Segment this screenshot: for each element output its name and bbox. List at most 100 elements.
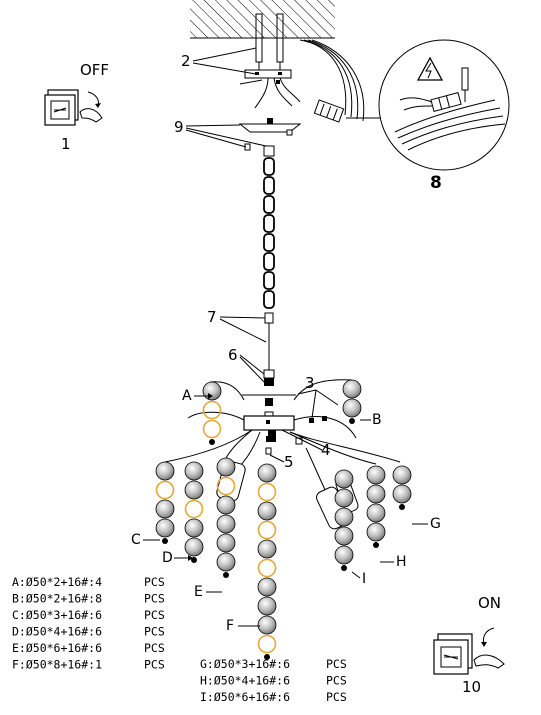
spec-unit: PCS [144,641,165,655]
crystal-ball [342,379,362,399]
crystal-ball [257,463,277,483]
crystal-ball [334,488,354,508]
strand-label-c: C [131,532,141,548]
mains-cables [299,39,365,122]
crystal-ball [366,503,386,523]
crystal-ball [342,398,362,418]
crystal-ball [366,465,386,485]
spec-unit: PCS [326,657,347,671]
gold-ring [216,476,236,496]
crystal-ball [155,499,175,519]
strand-label-h: H [396,554,407,570]
chain-link [263,252,275,271]
gold-ring [202,400,222,420]
crystal-ball [216,495,236,515]
spec-line: F:Ø50*8+16#:1 [12,658,102,672]
crystal-ball [155,461,175,481]
gold-ring [202,419,222,439]
crystal-ball [216,552,236,572]
chain-link [263,176,275,195]
strand-label-f: F [226,618,234,634]
spec-unit: PCS [144,592,165,606]
crystal-ball [366,484,386,504]
strand-label-g: G [430,516,441,532]
gold-ring [257,520,277,540]
chain-link [263,233,275,252]
spec-unit: PCS [326,690,347,704]
drop-bead [191,557,197,563]
gold-ring [257,482,277,502]
crystal-ball [392,484,412,504]
part-7-label: 7 [207,308,217,326]
electric-warning-icon [416,56,444,81]
drop-bead [373,542,379,548]
spec-line: A:Ø50*2+16#:4 [12,575,102,589]
spec-line: D:Ø50*4+16#:6 [12,625,102,639]
crystal-ball [184,480,204,500]
wiring-detail-circle [346,39,510,171]
step-1-label: 1 [61,135,71,153]
crystal-ball [257,596,277,616]
spec-line: E:Ø50*6+16#:6 [12,641,102,655]
part-9-label: 9 [174,118,184,136]
wall-switch-on-icon [433,627,505,675]
center-rod [263,312,275,386]
crystal-ball [216,533,236,553]
gold-ring [257,634,277,654]
arms [164,379,401,501]
spec-line: B:Ø50*2+16#:8 [12,592,102,606]
part-4-label: 4 [321,441,331,459]
wall-switch-off-icon [44,89,103,126]
crystal-strands [155,379,412,660]
part-3-label: 3 [305,374,315,392]
gold-ring [184,499,204,519]
off-label: OFF [80,61,109,79]
chain-link [263,290,275,309]
strand-label-a: A [182,388,192,404]
terminal-block [313,99,345,123]
drop-bead [399,504,405,510]
spec-unit: PCS [326,674,347,688]
spec-line: I:Ø50*6+16#:6 [200,690,290,704]
part-5-label: 5 [284,453,294,471]
crystal-ball [257,539,277,559]
crystal-ball [184,537,204,557]
spec-line: G:Ø50*3+16#:6 [200,657,290,671]
crystal-ball [257,615,277,635]
chain-link [263,271,275,290]
gold-ring [257,558,277,578]
strand-labels: A B C D E F G H I [131,388,441,634]
chain-link [263,157,275,176]
crystal-ball [216,457,236,477]
drop-bead [349,418,355,424]
step-10-label: 10 [462,678,481,696]
mounting-bracket [244,69,292,79]
ceiling-screws [255,13,284,70]
drop-bead [162,538,168,544]
crystal-ball [334,526,354,546]
crystal-ball [392,465,412,485]
chain-link [263,214,275,233]
crystal-ball [184,518,204,538]
drop-bead [223,572,229,578]
crystal-ball [334,469,354,489]
strand-label-i: I [362,571,366,587]
spec-unit: PCS [144,625,165,639]
part-6-label: 6 [228,346,238,364]
spec-line: C:Ø50*3+16#:6 [12,608,102,622]
spec-unit: PCS [144,575,165,589]
strand-label-b: B [372,412,382,428]
part-2-label: 2 [181,52,191,70]
lamp-body [243,415,303,455]
crystal-ball [155,518,175,538]
crystal-ball [184,461,204,481]
crystal-ball [366,522,386,542]
spec-unit: PCS [144,658,165,672]
drop-bead [341,565,347,571]
gold-ring [155,480,175,500]
crystal-ball [202,381,222,401]
drop-bead [209,439,215,445]
